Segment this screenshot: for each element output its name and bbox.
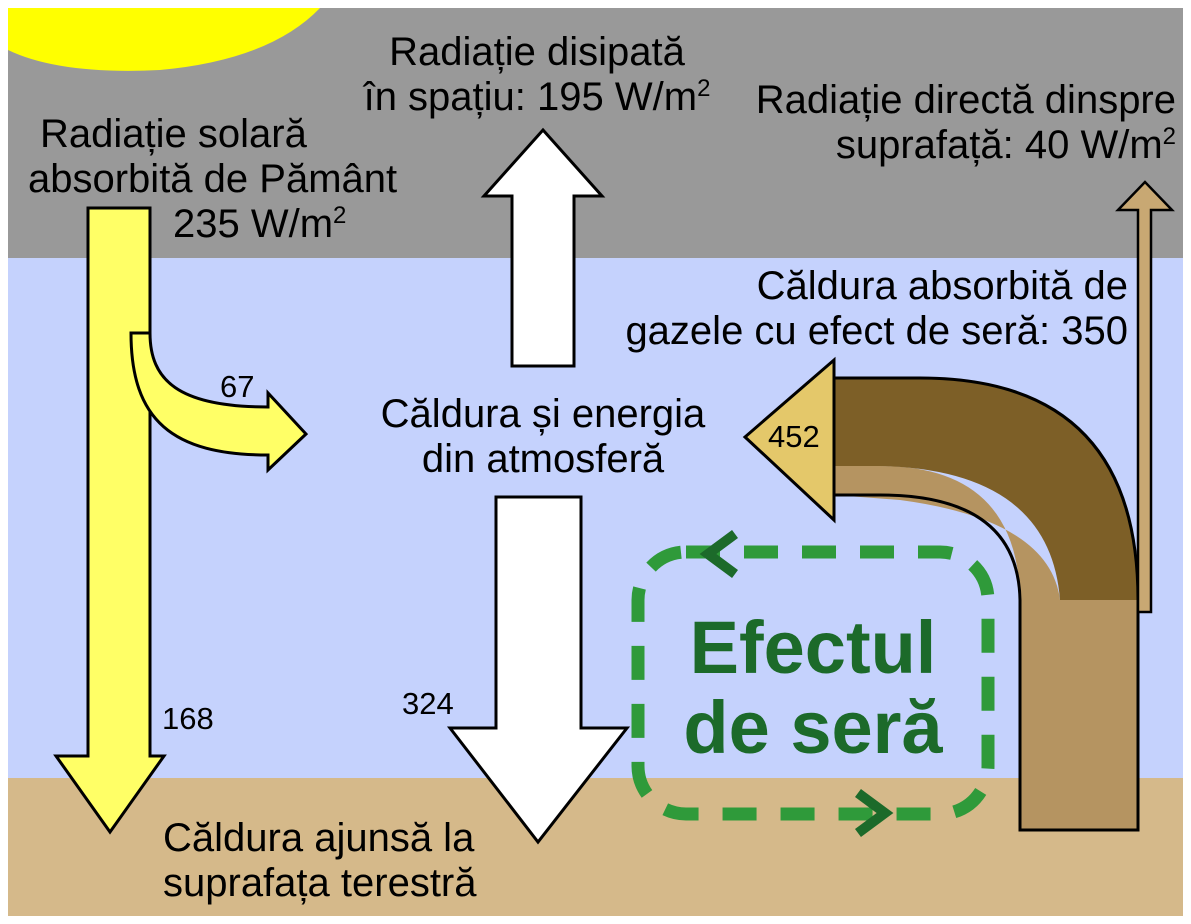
absorbed-label-line1: Căldura absorbită de <box>756 264 1128 308</box>
atmosphere-branch-arrow <box>129 331 309 474</box>
direct-label-exp: 2 <box>1162 122 1176 150</box>
surface-emission-light <box>834 466 1138 830</box>
solar-label-line2: absorbită de Pământ <box>28 156 398 201</box>
dissipated-label-line2: în spațiu: 195 W/m <box>363 74 698 119</box>
dissipated-arrow <box>480 127 606 368</box>
dissipated-label-line2-row: în spațiu: 195 W/m2 <box>352 75 722 120</box>
back-radiation-arrow <box>446 495 631 845</box>
direct-label-line2-row: suprafață: 40 W/m2 <box>700 123 1176 168</box>
solar-radiation-label: Radiație solară absorbită de Pământ 235 … <box>28 112 448 246</box>
greenhouse-title-line2: de seră <box>683 685 943 769</box>
value-back-radiation: 324 <box>402 686 454 721</box>
sun-icon <box>8 8 320 71</box>
surface-emission-head <box>742 356 836 524</box>
direct-label-line1: Radiație directă dinspre <box>755 78 1176 122</box>
direct-label-line2: suprafață: 40 W/m <box>835 122 1163 167</box>
atmosphere-label-line2: din atmosferă <box>421 436 665 481</box>
solar-label-value: 235 W/m <box>173 201 334 246</box>
value-to-atmosphere: 67 <box>220 369 255 404</box>
dissipated-radiation-label: Radiație disipată în spațiu: 195 W/m2 <box>352 30 722 120</box>
ground-band <box>8 778 1183 916</box>
absorbed-gas-label: Căldura absorbită de gazele cu efect de … <box>580 264 1128 354</box>
solar-label-line1: Radiație solară <box>40 112 307 156</box>
greenhouse-cycle-loop <box>631 545 995 821</box>
surface-label-line2: suprafața terestră <box>163 860 477 905</box>
solar-label-exp: 2 <box>333 201 347 229</box>
chevron-icon <box>855 789 894 837</box>
surface-label-line1: Căldura ajunsă la <box>163 816 475 860</box>
direct-radiation-label: Radiație directă dinspre suprafață: 40 W… <box>700 78 1176 168</box>
dissipated-label-line1: Radiație disipată <box>389 30 685 74</box>
value-surface-emission: 452 <box>768 419 820 454</box>
direct-radiation-arrow <box>1115 180 1175 614</box>
surface-heat-label: Căldura ajunsă la suprafața terestră <box>163 816 523 906</box>
atmosphere-energy-label: Căldura și energia din atmosferă <box>348 392 738 482</box>
chevron-icon <box>699 530 738 578</box>
greenhouse-effect-title: Efectul de seră <box>660 608 966 768</box>
dissipated-label-exp: 2 <box>697 74 711 102</box>
atmosphere-label-line1: Căldura și energia <box>380 392 706 436</box>
value-to-surface: 168 <box>162 701 214 736</box>
absorbed-label-line2: gazele cu efect de seră: 350 <box>625 308 1128 353</box>
surface-emission-dark <box>834 378 1138 600</box>
greenhouse-title-line1: Efectul <box>689 606 937 689</box>
solar-label-value-row: 235 W/m2 <box>28 202 448 247</box>
